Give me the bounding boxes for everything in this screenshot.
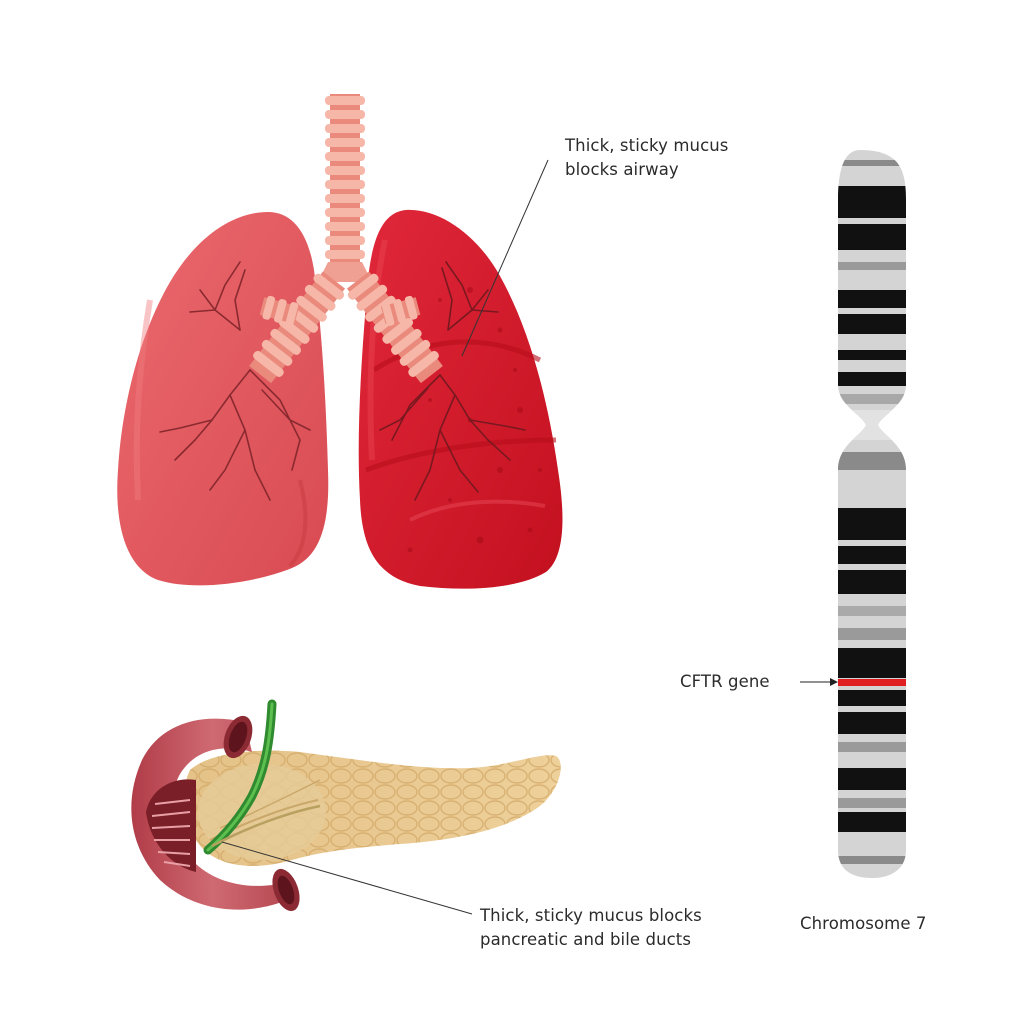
trachea: [318, 94, 372, 282]
lung-annotation-line-2: blocks airway: [565, 160, 679, 179]
healthy-left-lung: [117, 212, 329, 586]
right-bronchial-tree: [379, 261, 526, 501]
mucus-dots: [393, 287, 542, 553]
pancreas-callout-line: [221, 841, 473, 915]
cftr-arrow: [800, 678, 838, 686]
cftr-gene-band: [838, 679, 906, 686]
duodenum: [131, 718, 294, 910]
lung-annotation: Thick, sticky mucus blocks airway: [565, 134, 729, 182]
left-bronchus: [249, 271, 346, 384]
duodenum-folds: [151, 799, 191, 867]
lung-callout-line: [461, 159, 549, 357]
right-bronchus: [346, 271, 443, 384]
lungs: [117, 94, 563, 589]
chromosome-label: Chromosome 7: [800, 914, 927, 933]
chromosome-7: [838, 150, 906, 878]
pancreas-annotation-line-1: Thick, sticky mucus blocks: [480, 906, 702, 925]
left-bronchial-tree: [159, 261, 311, 501]
affected-right-lung: [358, 209, 563, 589]
lung-annotation-line-1: Thick, sticky mucus: [565, 136, 729, 155]
pancreas-and-duodenum: [131, 699, 561, 912]
pancreas-annotation: Thick, sticky mucus blocks pancreatic an…: [480, 904, 702, 952]
pancreas-annotation-line-2: pancreatic and bile ducts: [480, 930, 692, 949]
pancreatic-duct: [211, 804, 321, 848]
cftr-gene-label: CFTR gene: [680, 672, 770, 691]
